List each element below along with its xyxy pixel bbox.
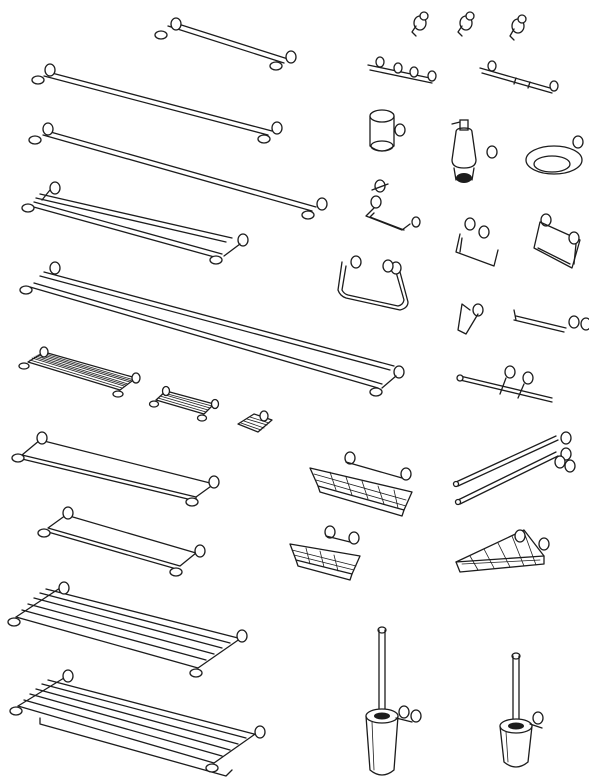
double-towel-bar-icon [21,181,249,265]
wire-shelf-large-icon [18,346,141,398]
shower-basket-small-icon [289,525,361,581]
spare-paper-holder-icon [456,365,553,403]
soap-dish-round-icon [525,135,584,175]
towel-bar-short-icon [154,17,297,71]
towel-rack-with-bar-large-icon [9,669,266,777]
corner-basket-icon [455,529,550,573]
swivel-towel-arms-icon [452,431,576,506]
paper-holder-open-icon [365,179,421,231]
towel-bar-long-icon [28,122,328,220]
single-hooks-and-rail-icon [457,303,589,335]
tumbler-holder-icon [369,109,406,152]
glass-shelf-large-icon [11,431,220,507]
robe-hooks-icon [411,11,527,41]
towel-ring-icon [337,255,409,311]
multi-hook-rails-icon [367,56,559,94]
towel-bar-medium-icon [31,63,283,144]
toilet-brush-tall-icon [365,626,422,776]
double-towel-bar-long-icon [19,261,405,397]
shower-basket-large-icon [309,451,413,517]
soap-dispenser-icon [451,119,498,183]
paper-holder-covered-icon [455,213,581,269]
glass-shelf-small-icon [37,506,206,577]
soap-dish-wire-icon [237,410,273,433]
towel-rack-with-bar-icon [7,581,248,678]
toilet-brush-short-icon [499,652,544,768]
wire-shelf-small-icon [148,385,220,422]
